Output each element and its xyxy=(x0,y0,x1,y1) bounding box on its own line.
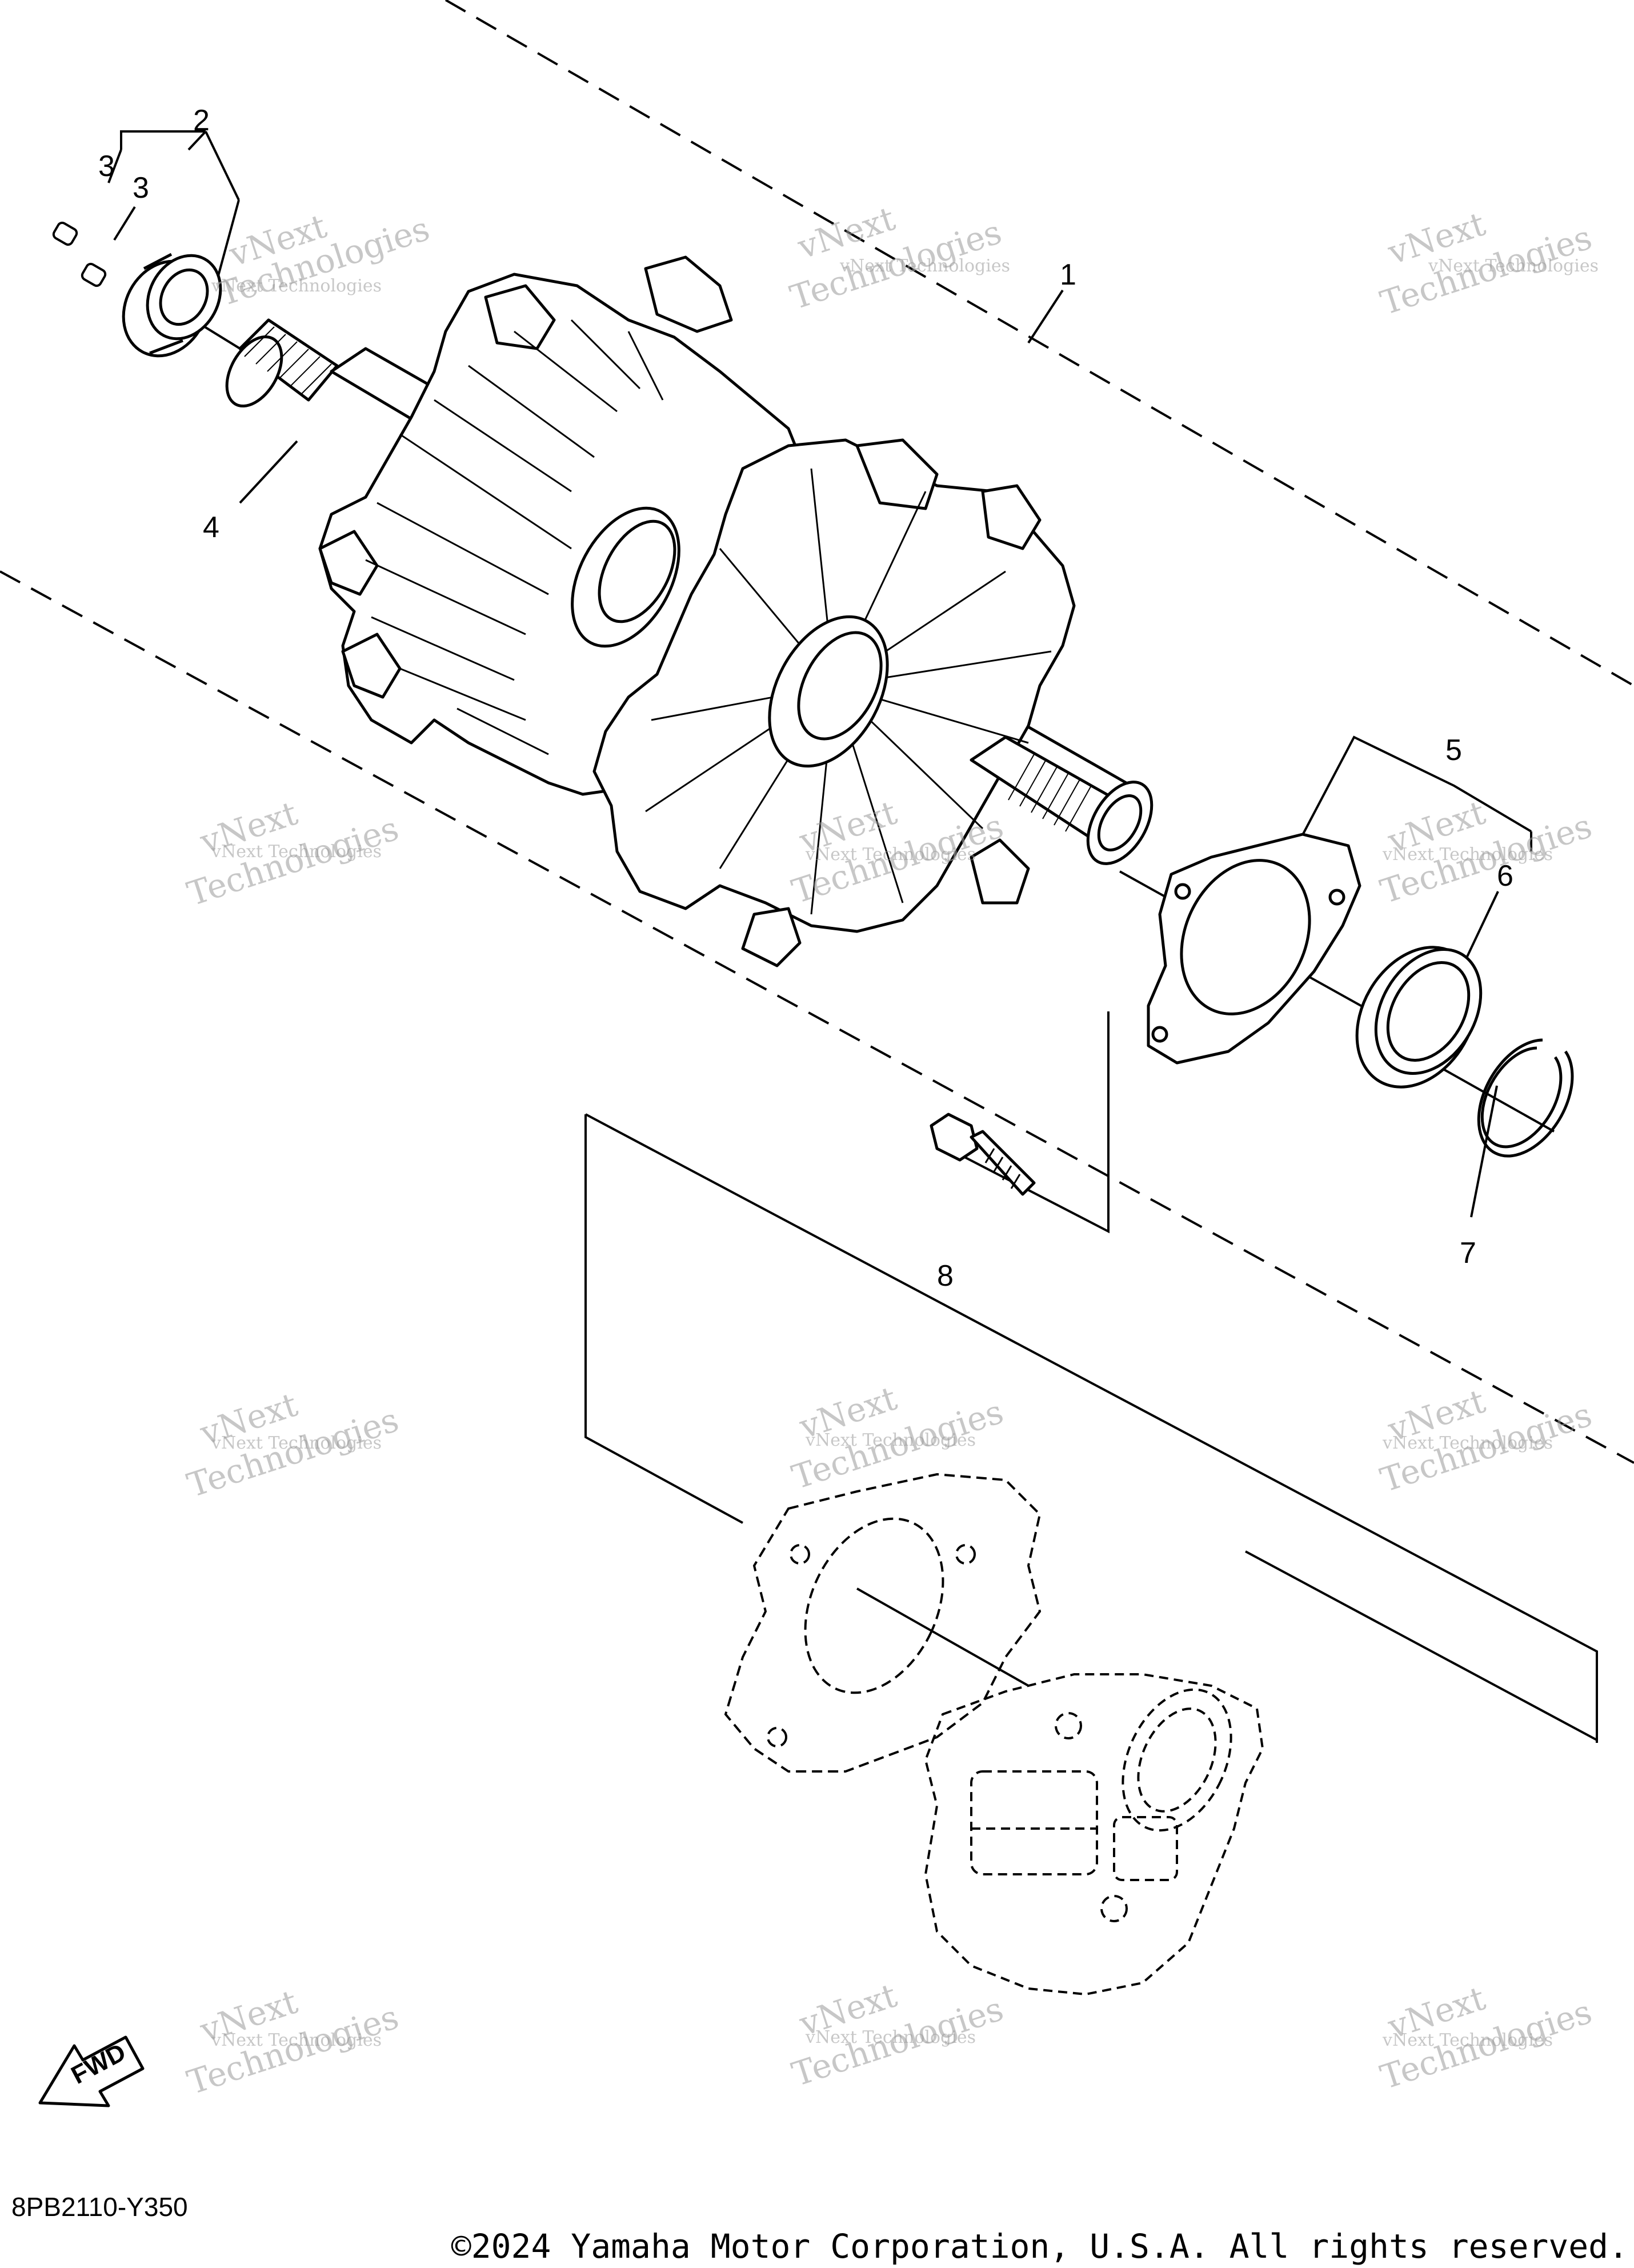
watermark-low-left: Technologies vNext vNext Technologies xyxy=(183,1385,403,1505)
callout-6: 6 xyxy=(1497,859,1513,893)
watermark-bottom-left: Technologies vNext vNext Technologies xyxy=(183,1982,403,2102)
watermark-bottom-center: Technologies vNext vNext Technologies xyxy=(787,1976,1008,2094)
end-bearing-part xyxy=(122,253,222,358)
watermark-low-center: Technologies vNext vNext Technologies xyxy=(787,1379,1008,1497)
svg-text:vNext Technologies: vNext Technologies xyxy=(805,845,976,865)
watermark-top-right: Technologies vNext vNext Technologies xyxy=(1376,205,1599,323)
svg-text:vNext Technologies: vNext Technologies xyxy=(1382,1433,1553,1453)
watermark-bottom-right: Technologies vNext vNext Technologies xyxy=(1376,1979,1596,2097)
svg-text:vNext Technologies: vNext Technologies xyxy=(1382,845,1553,865)
callout-2: 2 xyxy=(193,104,210,137)
drive-shaft-assembly xyxy=(225,255,1154,967)
copyright-notice: ©2024 Yamaha Motor Corporation, U.S.A. A… xyxy=(451,2227,1628,2266)
watermark-top-left: Technologies vNext vNext Technologies xyxy=(211,206,434,314)
svg-text:vNext Technologies: vNext Technologies xyxy=(1382,2030,1553,2050)
brake-backing-plate-reference xyxy=(724,1473,1042,1773)
callout-3-upper: 3 xyxy=(98,150,115,183)
svg-text:vNext Technologies: vNext Technologies xyxy=(211,276,382,296)
watermark-low-right: Technologies vNext vNext Technologies xyxy=(1376,1382,1596,1500)
oil-seal-part xyxy=(1355,946,1483,1089)
leader-lines xyxy=(107,130,1598,1743)
svg-text:vNext Technologies: vNext Technologies xyxy=(805,2027,976,2047)
callout-5: 5 xyxy=(1445,734,1462,767)
svg-text:vNext Technologies: vNext Technologies xyxy=(211,1433,382,1453)
svg-text:vNext Technologies: vNext Technologies xyxy=(805,1430,976,1450)
watermark-mid-right: Technologies vNext vNext Technologies xyxy=(1376,793,1596,911)
fwd-arrow-icon: FWD xyxy=(38,2035,145,2107)
assembly-boundary-lines xyxy=(0,0,1634,1464)
callout-7: 7 xyxy=(1460,1237,1476,1270)
brake-caliper-reference xyxy=(924,1673,1264,1996)
callout-4: 4 xyxy=(203,511,219,544)
callout-3-lower: 3 xyxy=(133,171,149,205)
bearing-housing-plate xyxy=(1147,833,1361,1065)
circlip-part xyxy=(1477,1038,1574,1158)
svg-text:vNext Technologies: vNext Technologies xyxy=(1428,256,1599,276)
svg-text:vNext Technologies: vNext Technologies xyxy=(211,2030,382,2050)
svg-text:vNext Technologies: vNext Technologies xyxy=(211,842,382,862)
watermark-mid-left: Technologies vNext vNext Technologies xyxy=(183,794,403,914)
svg-text:vNext Technologies: vNext Technologies xyxy=(839,256,1010,276)
callout-labels: 1 2 3 3 4 5 6 7 8 xyxy=(98,104,1513,1293)
callout-8: 8 xyxy=(937,1259,954,1293)
pin-parts xyxy=(52,221,107,287)
flange-bolt-part xyxy=(930,1113,1036,1196)
drawing-code: 8PB2110-Y350 xyxy=(11,2192,188,2222)
callout-1: 1 xyxy=(1060,258,1076,291)
